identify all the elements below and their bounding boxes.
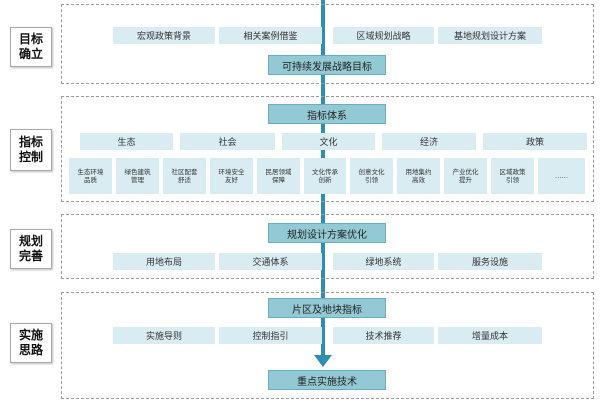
goal-item-regional: 区域规划战略 — [333, 27, 434, 44]
implementation-item-cost: 增量成本 — [438, 327, 542, 344]
section-goal — [61, 4, 594, 84]
final-output-box: 重点实施技术 — [268, 370, 386, 390]
indicator-item: 用地集约 高效 — [397, 158, 440, 194]
indicator-item: 文化传承 创新 — [304, 158, 346, 194]
indicator-item-ellipsis: …… — [538, 158, 585, 194]
indicator-item: 产业优化 提升 — [444, 158, 487, 194]
planning-item-green: 绿地系统 — [333, 253, 434, 270]
category-economy: 经济 — [382, 133, 476, 150]
goal-main-box: 可持续发展战略目标 — [268, 55, 386, 75]
stage-label-implementation: 实施 思路 — [10, 323, 52, 363]
stage-label-goal: 目标 确立 — [10, 27, 52, 67]
category-society: 社会 — [180, 133, 275, 150]
indicator-item: 社区配套 舒适 — [163, 158, 206, 194]
planning-item-service: 服务设施 — [438, 253, 542, 270]
stage-label-indicator: 指标 控制 — [10, 129, 52, 171]
category-culture: 文化 — [282, 133, 375, 150]
indicator-item: 创意文化 引领 — [350, 158, 393, 194]
indicator-item: 生态环境 品质 — [69, 158, 112, 194]
section-indicator — [61, 96, 594, 202]
goal-item-case: 相关案例借鉴 — [219, 27, 322, 44]
implementation-item-guide: 实施导则 — [113, 327, 215, 344]
planning-main-box: 规划设计方案优化 — [268, 223, 386, 243]
goal-item-plan: 基地规划设计方案 — [438, 27, 542, 44]
goal-item-policy: 宏观政策背景 — [113, 27, 215, 44]
indicator-item: 绿色建筑 管理 — [116, 158, 159, 194]
indicator-item: 民居领域 保障 — [257, 158, 300, 194]
indicator-item: 环境安全 友好 — [210, 158, 253, 194]
implementation-main-box: 片区及地块指标 — [268, 298, 386, 318]
planning-item-traffic: 交通体系 — [219, 253, 322, 270]
implementation-item-tech: 技术推荐 — [333, 327, 434, 344]
planning-item-landuse: 用地布局 — [113, 253, 215, 270]
category-ecology: 生态 — [80, 133, 173, 150]
indicator-main-box: 指标体系 — [268, 104, 386, 124]
stage-label-planning: 规划 完善 — [10, 229, 52, 269]
category-policy: 政策 — [483, 133, 587, 150]
section-planning — [61, 214, 594, 279]
implementation-item-control: 控制指引 — [219, 327, 322, 344]
section-implementation — [61, 292, 594, 399]
indicator-item: 区域政策 引领 — [491, 158, 534, 194]
